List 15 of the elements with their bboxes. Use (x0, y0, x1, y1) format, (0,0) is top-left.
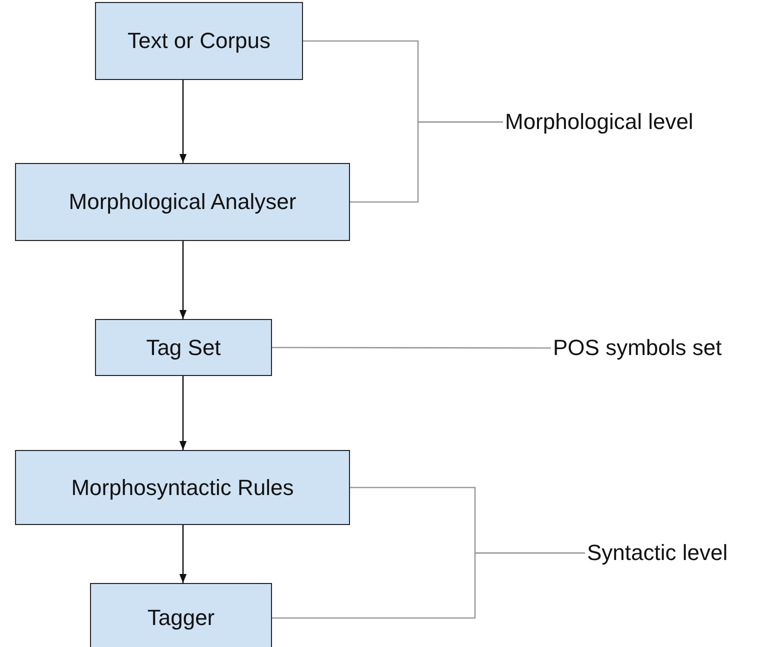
bracket-line (350, 121, 503, 203)
process-box: Tagger (90, 583, 272, 647)
arrow (179, 525, 187, 583)
bracket-line (272, 346, 551, 349)
process-box: Morphosyntactic Rules (15, 450, 350, 525)
bracket-line (272, 552, 585, 619)
process-box: Tag Set (95, 319, 272, 376)
arrow (179, 80, 187, 163)
arrow (179, 241, 187, 319)
arrow (179, 376, 187, 450)
level-label: Syntactic level (585, 540, 730, 566)
level-label: POS symbols set (551, 335, 724, 361)
process-box: Text or Corpus (95, 2, 303, 80)
process-box: Morphological Analyser (15, 163, 350, 241)
level-label: Morphological level (503, 109, 696, 135)
